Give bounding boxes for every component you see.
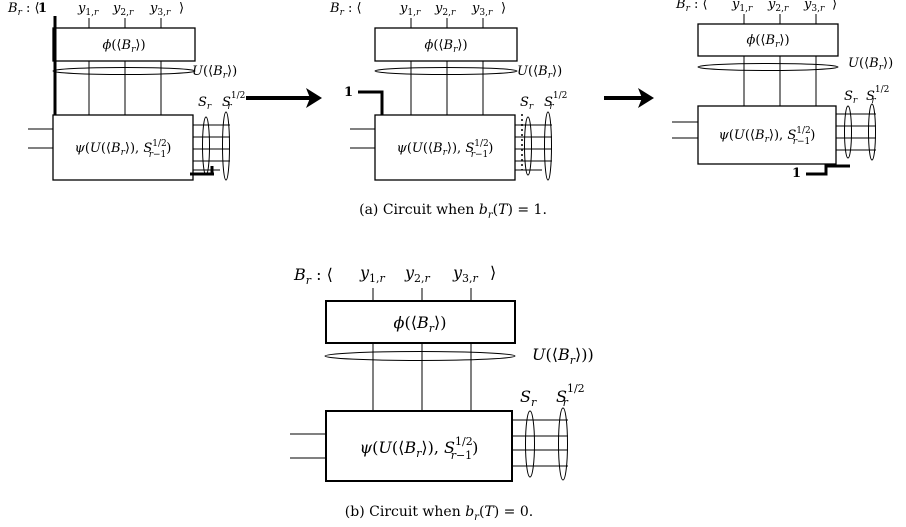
svg-text:y3,r: y3,r xyxy=(803,0,825,14)
svg-text:Sr: Sr xyxy=(844,89,858,106)
svg-text:y2,r: y2,r xyxy=(767,0,789,14)
svg-text:y1,r: y1,r xyxy=(731,0,753,14)
svg-text:Sr: Sr xyxy=(520,387,537,409)
panel-a-circuit-3: Br : ⟨ y1,r y2,r y3,r ⟩ ϕ(⟨Br⟩) U(⟨Br⟩) … xyxy=(672,0,893,181)
svg-text:Br : ⟨: Br : ⟨ xyxy=(675,0,708,14)
svg-text:⟩: ⟩ xyxy=(490,263,496,282)
svg-text:ψ(U(⟨Br⟩), S1/2r−1): ψ(U(⟨Br⟩), S1/2r−1) xyxy=(719,126,816,147)
transition-arrow-2 xyxy=(604,88,654,108)
svg-text:U(⟨Br⟩): U(⟨Br⟩) xyxy=(192,64,237,81)
svg-text:ϕ(⟨Br⟩): ϕ(⟨Br⟩) xyxy=(746,33,789,50)
svg-text:U(⟨Br⟩): U(⟨Br⟩) xyxy=(517,64,562,81)
caption-a: (a) Circuit when br(T) = 1. xyxy=(359,202,547,221)
svg-text:y1,r: y1,r xyxy=(359,263,386,285)
panel-b-circuit: Br : ⟨ y1,r y2,r y3,r ⟩ ϕ(⟨Br⟩) U(⟨Br⟩))… xyxy=(290,263,594,482)
svg-text:U(⟨Br⟩): U(⟨Br⟩) xyxy=(848,56,893,73)
svg-text:1: 1 xyxy=(792,166,801,181)
svg-text:S1/2r: S1/2r xyxy=(556,382,585,409)
caption-b: (b) Circuit when br(T) = 0. xyxy=(345,504,533,523)
svg-text:⟩: ⟩ xyxy=(832,0,837,12)
svg-text:ϕ(⟨Br⟩): ϕ(⟨Br⟩) xyxy=(394,313,447,335)
svg-text:1: 1 xyxy=(344,85,353,100)
svg-text:y2,r: y2,r xyxy=(404,263,431,285)
svg-text:y3,r: y3,r xyxy=(452,263,479,285)
panel-a-circuit-1: U(⟨Br⟩) 1 xyxy=(6,0,247,181)
svg-text:1: 1 xyxy=(38,1,47,16)
svg-text:S1/2r: S1/2r xyxy=(866,85,889,106)
panel-a-circuit-2: U(⟨Br⟩) 1 xyxy=(328,0,569,181)
transition-arrow-1 xyxy=(246,88,322,108)
svg-text:Br : ⟨: Br : ⟨ xyxy=(293,265,333,287)
svg-text:U(⟨Br⟩)): U(⟨Br⟩)) xyxy=(532,345,594,367)
